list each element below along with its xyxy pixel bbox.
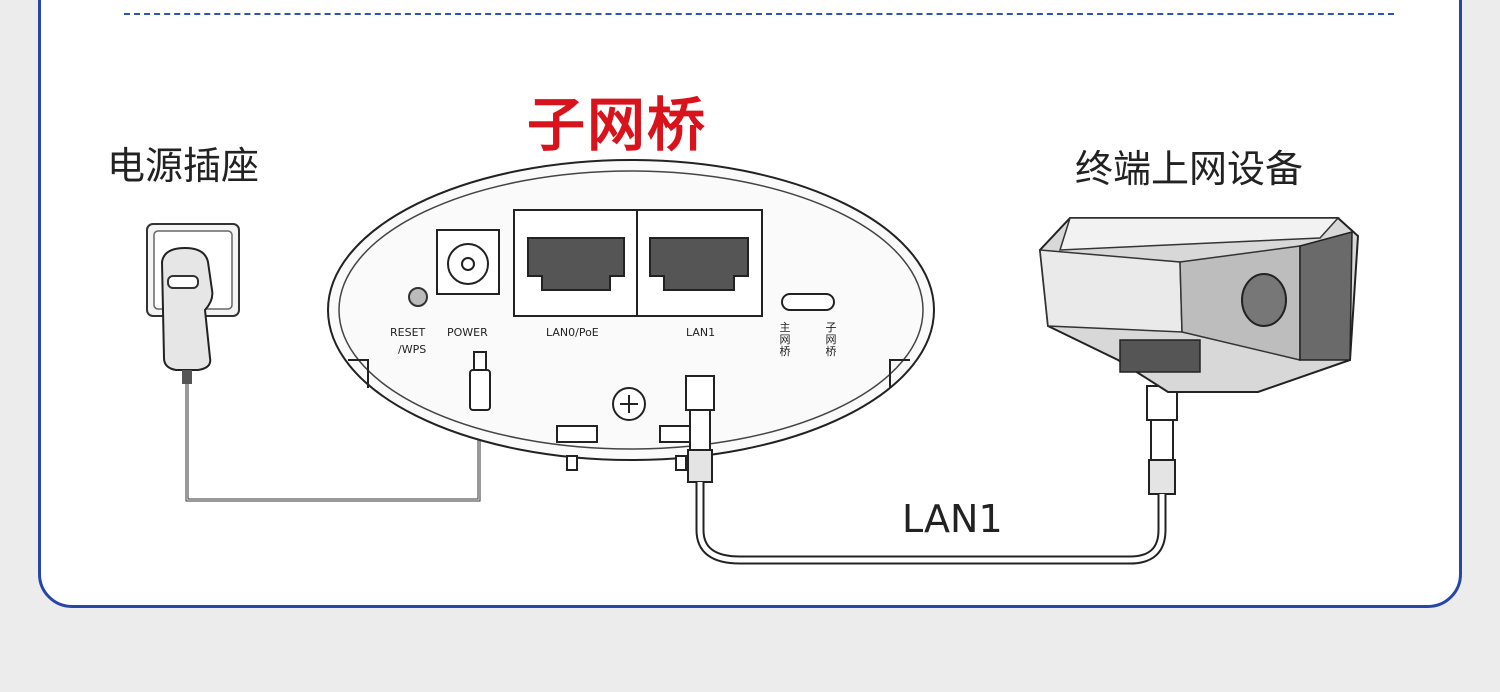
switch-sub-label: 子网桥	[825, 321, 837, 358]
dc-plug-icon	[469, 351, 491, 411]
lan-plug-left-icon	[685, 375, 715, 483]
power-adapter-icon	[160, 246, 214, 384]
end-device-label: 终端上网设备	[1075, 147, 1304, 191]
switch-main-label: 主网桥	[779, 321, 791, 358]
lan1-port-label: LAN1	[686, 326, 716, 339]
wps-label: /WPS	[398, 343, 427, 356]
lan0-port-label: LAN0/PoE	[546, 326, 599, 339]
power-port-label: POWER	[447, 326, 488, 339]
cable-label: LAN1	[902, 497, 1003, 541]
diagram-title: 子网桥	[527, 91, 708, 159]
lan-plug-right-icon	[1146, 385, 1178, 495]
dashed-divider	[124, 13, 1394, 15]
bridge-device	[327, 159, 935, 471]
power-outlet-label: 电源插座	[107, 144, 260, 188]
reset-label: RESET	[390, 326, 426, 339]
camera-icon	[1038, 217, 1360, 393]
